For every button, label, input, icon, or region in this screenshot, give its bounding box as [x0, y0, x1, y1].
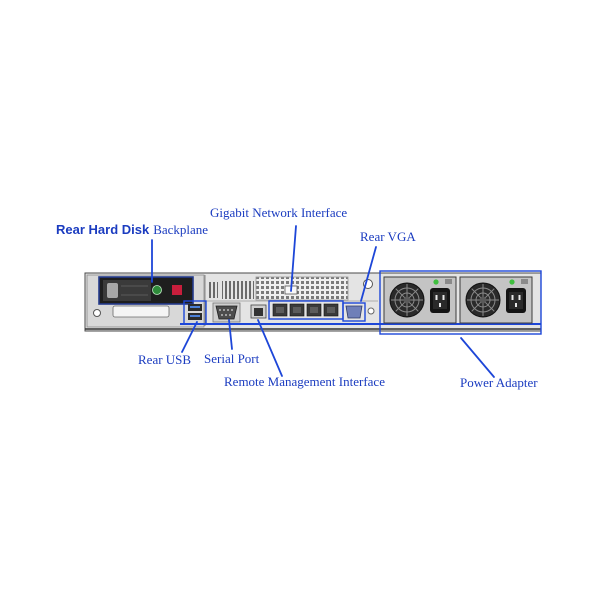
- label-backplane: Backplane: [153, 222, 208, 237]
- network-port-1-inner: [276, 307, 284, 313]
- network-port-3-inner: [310, 307, 318, 313]
- chassis-screw: [93, 309, 101, 317]
- power-supply-1: [383, 276, 457, 324]
- drive-status-led-red: [172, 285, 182, 295]
- usb-port-1-tongue: [190, 306, 200, 308]
- leader-gigabit-network-interface: [290, 225, 297, 292]
- gigabit-network-ports: [272, 303, 339, 317]
- rear-usb-ports: [188, 304, 202, 320]
- leader-serial-port: [228, 319, 233, 350]
- network-port-4-inner: [327, 307, 335, 313]
- leader-power-adapter: [460, 337, 495, 378]
- drive-status-led-green: [152, 285, 162, 295]
- rear-vga-highlight: [342, 302, 366, 322]
- status-indicator: [367, 307, 375, 315]
- psu-fan-hub: [479, 296, 487, 304]
- leader-rear-usb: [181, 321, 198, 353]
- power-adapter-highlight: [379, 270, 542, 335]
- psu-status-led: [509, 279, 515, 285]
- psu-latch: [445, 279, 452, 284]
- label-remote-management-interface: Remote Management Interface: [224, 374, 385, 389]
- psu-socket-pin: [515, 303, 517, 307]
- serial-pin: [227, 309, 229, 311]
- serial-pin: [219, 309, 221, 311]
- serial-port: [212, 302, 241, 323]
- label-rear-usb: Rear USB: [138, 352, 191, 367]
- serial-pin: [231, 309, 233, 311]
- serial-pin: [223, 309, 225, 311]
- psu-fan-hub: [403, 296, 411, 304]
- network-port-2-inner: [293, 307, 301, 313]
- serial-port-connector: [215, 305, 238, 320]
- leader-remote-management-interface: [257, 319, 283, 377]
- leader-lines: [151, 225, 495, 378]
- label-rear-vga: Rear VGA: [360, 229, 416, 244]
- power-supply-2: [459, 276, 533, 324]
- psu-socket-pin: [518, 295, 521, 300]
- psu-socket-pin: [435, 295, 438, 300]
- drive-bay-slot: [112, 305, 170, 318]
- remote-management-port: [250, 304, 267, 319]
- label-rear-hard-disk: Rear Hard Disk: [56, 222, 150, 237]
- psu-socket-pin: [511, 295, 514, 300]
- label-serial-port: Serial Port: [204, 351, 260, 366]
- vent-small: [208, 282, 218, 298]
- drive-release-tab: [107, 283, 118, 298]
- serial-pin: [225, 314, 227, 316]
- label-gigabit-network-interface: Gigabit Network Interface: [210, 205, 347, 220]
- rear-drive-bay: [86, 274, 205, 328]
- psu-latch: [521, 279, 528, 284]
- psu-socket-pin: [439, 303, 441, 307]
- vent-slots: [222, 279, 254, 299]
- label-power-adapter: Power Adapter: [460, 375, 538, 390]
- vga-connector: [345, 305, 363, 319]
- usb-port-2-tongue: [190, 315, 200, 317]
- serial-pin: [221, 314, 223, 316]
- leader-rear-vga: [360, 246, 377, 302]
- psu-socket-pin: [442, 295, 445, 300]
- rj45-socket: [254, 308, 263, 316]
- psu-status-led: [433, 279, 439, 285]
- serial-pin: [229, 314, 231, 316]
- pcie-card-vent-grid: [255, 276, 349, 301]
